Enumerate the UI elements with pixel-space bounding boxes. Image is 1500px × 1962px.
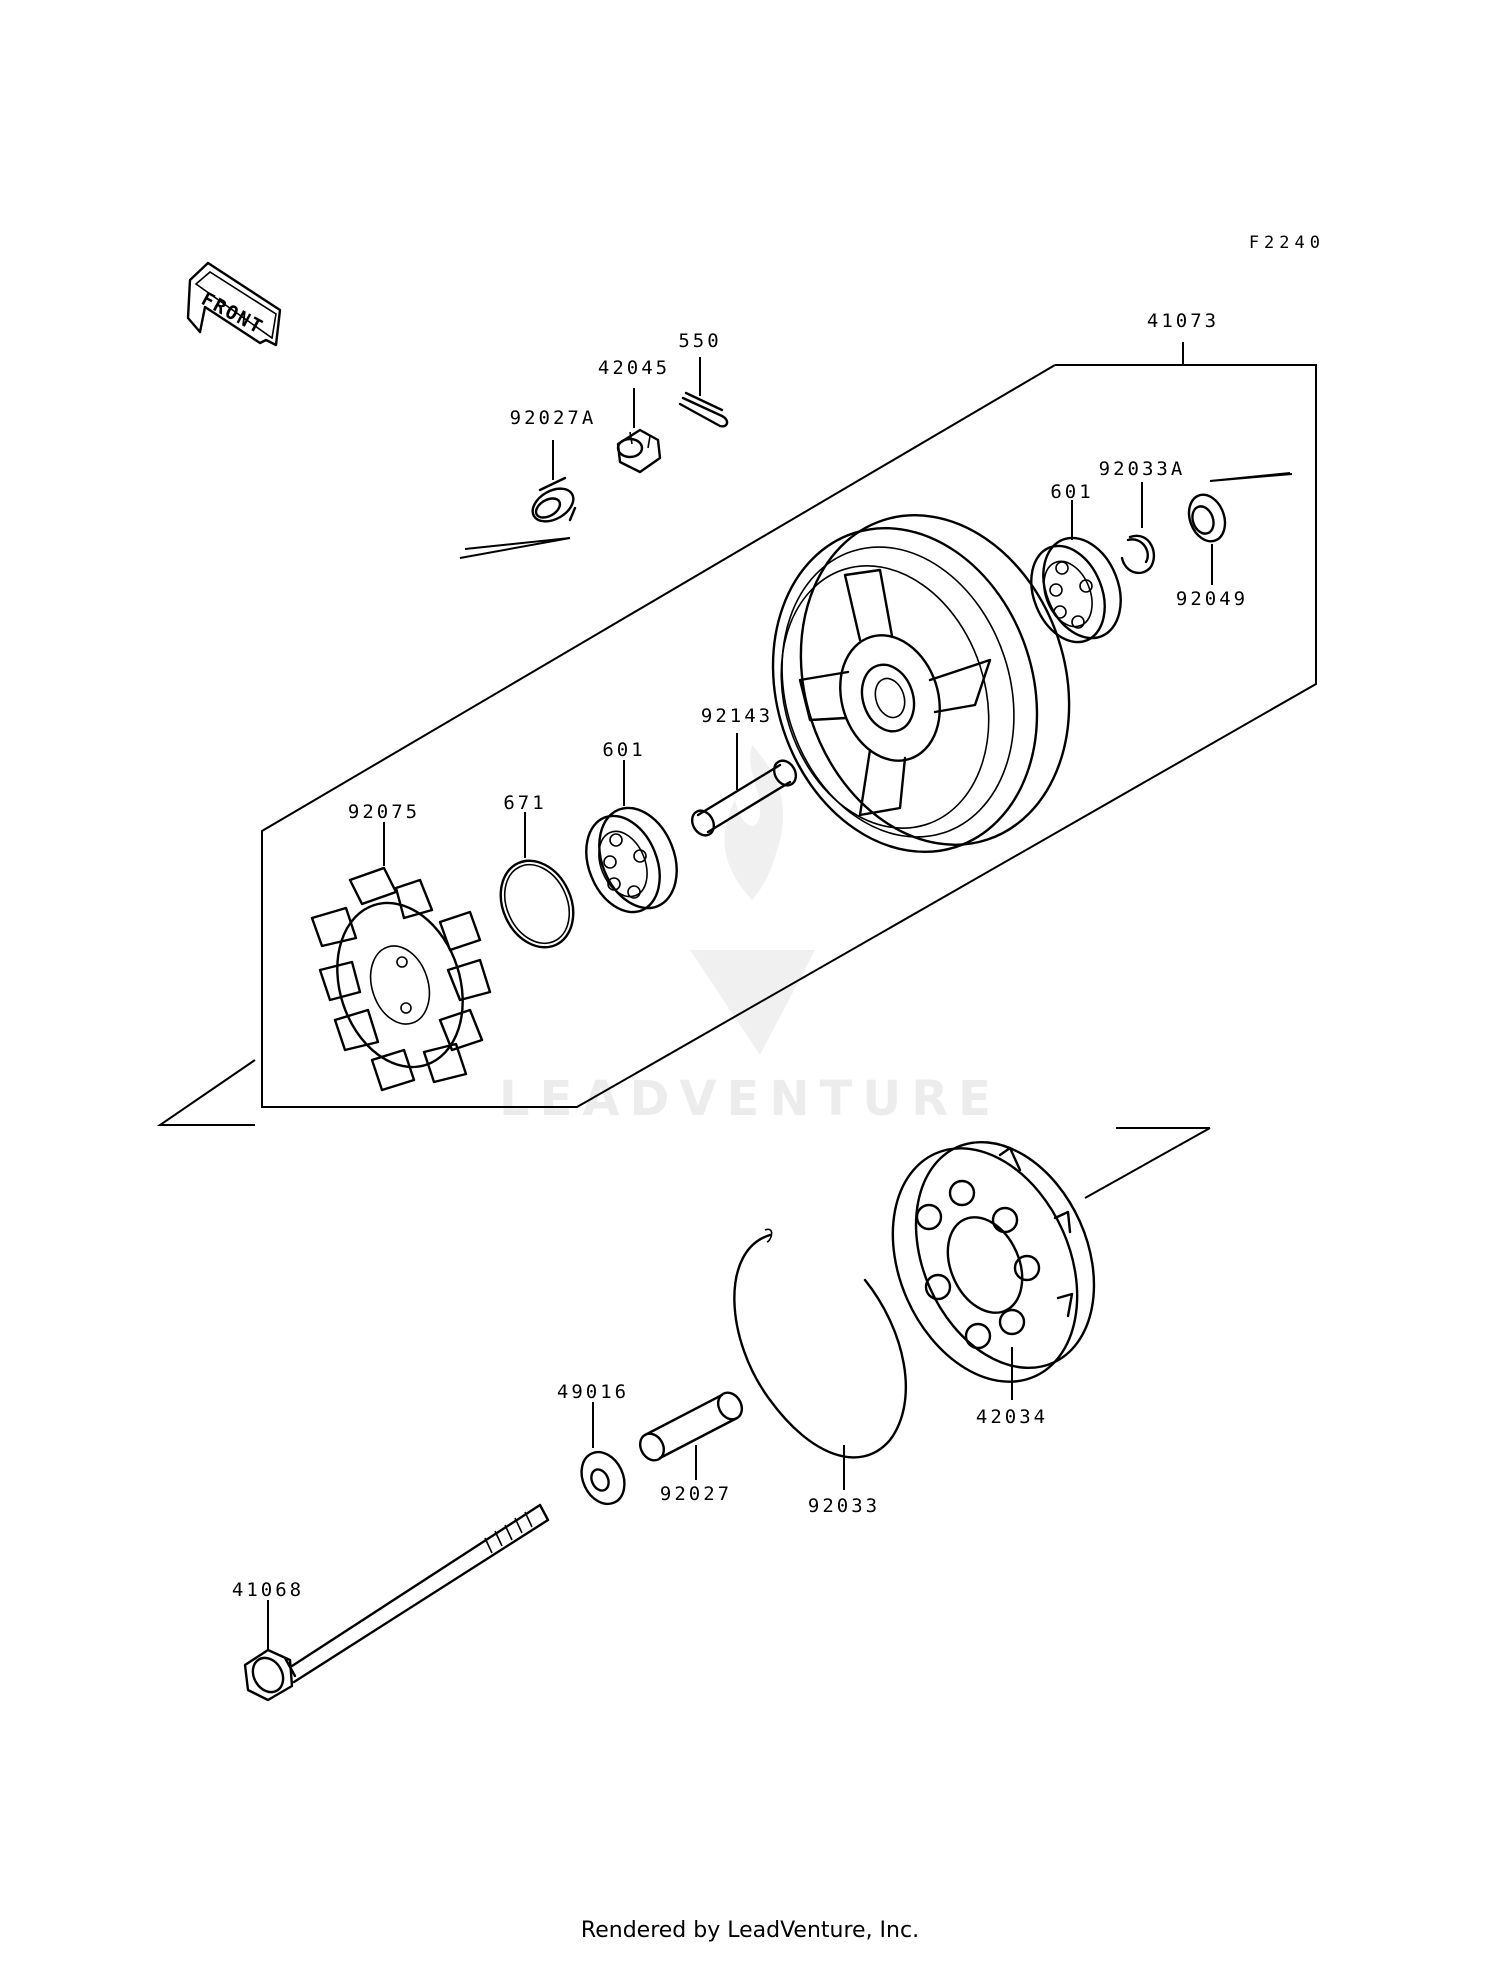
damper-92075 [310, 866, 492, 1092]
diagram-code: F2240 [1249, 233, 1325, 253]
collar-92027a [531, 476, 577, 523]
footer-credit: Rendered by LeadVenture, Inc. [580, 1918, 920, 1943]
wheel-assembly-frame [156, 342, 1317, 1126]
leadventure-watermark: LEADVENTURE [499, 745, 1001, 1127]
wheel-rim [771, 514, 1071, 854]
label-92027a: 92027A [510, 407, 597, 429]
watermark-text: LEADVENTURE [499, 1071, 1001, 1127]
label-92033a: 92033A [1099, 458, 1186, 480]
bearing-601-mid [585, 806, 678, 914]
label-41073: 41073 [1147, 310, 1219, 332]
label-42034: 42034 [976, 1406, 1048, 1428]
label-601-top: 601 [1050, 481, 1093, 503]
circlip-92033 [733, 1228, 908, 1459]
cotter-pin-550 [678, 391, 729, 428]
bearing-601-top [1030, 536, 1122, 644]
spacer-92027 [638, 1391, 744, 1462]
label-671: 671 [503, 792, 546, 814]
nut-42045 [616, 428, 662, 474]
coupling-42034 [891, 1140, 1096, 1383]
o-ring-671 [499, 859, 575, 949]
lower-reference-lines [1084, 1127, 1211, 1199]
circlip-92033a [1120, 534, 1156, 575]
spacer-92143 [690, 759, 798, 837]
label-601-mid: 601 [602, 739, 645, 761]
front-arrow-icon: FRONT [186, 261, 282, 347]
label-41068: 41068 [232, 1579, 304, 1601]
label-49016: 49016 [557, 1381, 629, 1403]
label-92075: 92075 [348, 801, 420, 823]
seal-92049 [1187, 493, 1227, 543]
axle-41068 [243, 1503, 550, 1702]
label-42045: 42045 [598, 357, 670, 379]
label-92033: 92033 [808, 1495, 880, 1517]
label-550: 550 [678, 330, 721, 352]
label-92143: 92143 [701, 705, 773, 727]
label-92027: 92027 [660, 1483, 732, 1505]
washer-49016 [580, 1450, 626, 1506]
label-92049: 92049 [1176, 588, 1248, 610]
